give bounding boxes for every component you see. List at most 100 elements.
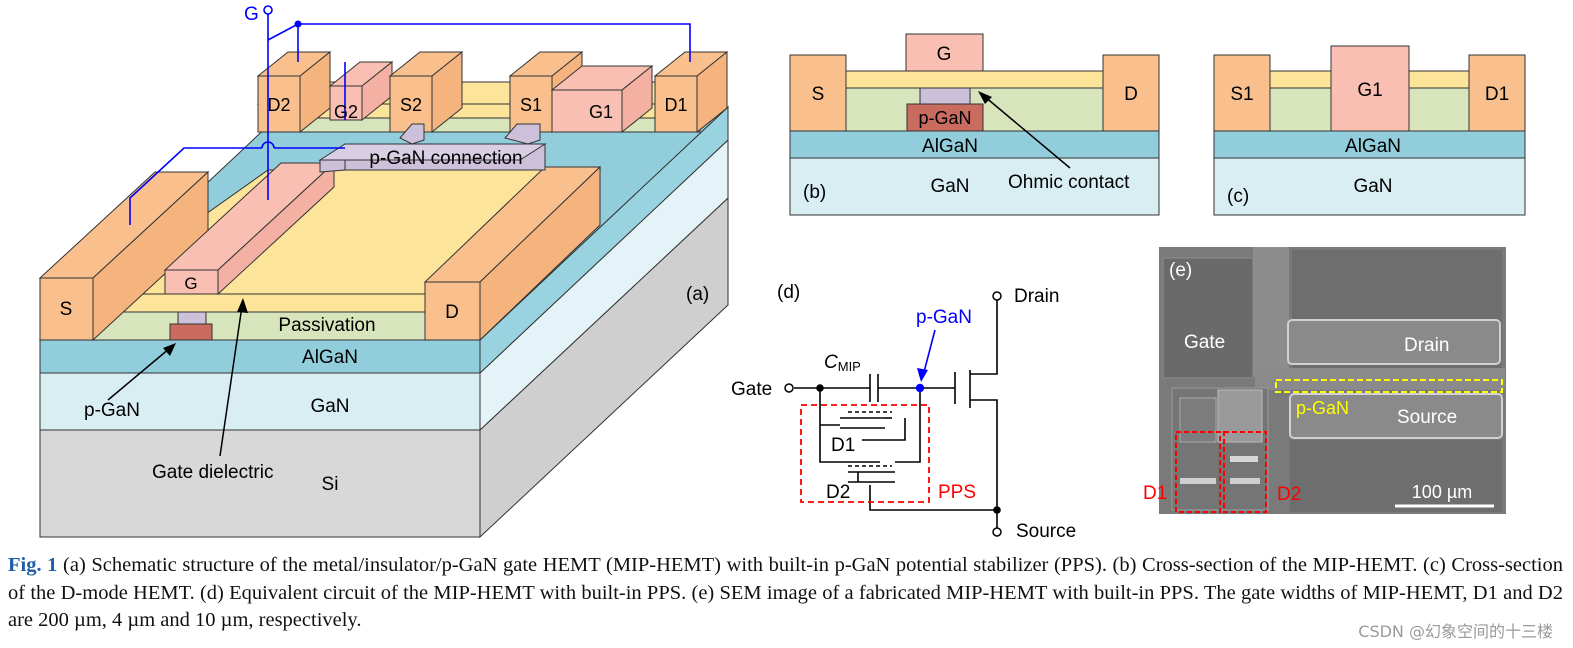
label-s1: S1	[520, 95, 542, 115]
label-algan: AlGaN	[302, 347, 358, 368]
label-s2: S2	[400, 95, 422, 115]
drain-bar-side	[479, 165, 601, 342]
panel-c	[1213, 45, 1526, 216]
sem-drain-finger	[1287, 319, 1501, 365]
label-g2: G2	[334, 102, 358, 122]
sem-d2-device	[1217, 389, 1263, 443]
b-label-s: S	[812, 84, 825, 105]
d-label-pps: PPS	[938, 482, 976, 503]
label-g-terminal: G	[244, 4, 259, 25]
drain-terminal-icon	[992, 291, 1002, 301]
label-gan: GaN	[310, 396, 349, 417]
c-drain	[1468, 54, 1526, 132]
label-d2: D2	[267, 95, 290, 115]
cmip-c: C	[824, 352, 838, 373]
pgan-conn-down	[319, 159, 346, 173]
pgan-node-arrow	[923, 329, 936, 373]
panel-c-label: (c)	[1227, 186, 1249, 207]
d-label-source: Source	[1016, 521, 1076, 542]
g1-side	[621, 64, 653, 134]
e-label-drain: Drain	[1404, 335, 1449, 356]
e-label-scale: 100 µm	[1412, 482, 1472, 502]
b-ohmic-arrow	[983, 95, 1071, 169]
sem-d2-mid	[1230, 456, 1258, 462]
pgan-block	[169, 323, 213, 341]
pgan-conn-leg2	[504, 123, 541, 145]
pgan-node-icon	[915, 383, 925, 393]
label-d1: D1	[664, 95, 687, 115]
b-label-ohmic: Ohmic contact	[1008, 172, 1130, 193]
b-label-gan: GaN	[930, 176, 969, 197]
b-ohmic-arrow-head	[978, 91, 992, 104]
panel-b-label: (b)	[803, 182, 826, 203]
figure-svg: G S D G D2 G2 S2 S1 G1 D1 p-GaN connecti…	[38, 4, 1526, 542]
label-s: S	[60, 299, 73, 320]
label-g1: G1	[589, 102, 613, 122]
e-label-source: Source	[1397, 407, 1457, 428]
panel-e-label: (e)	[1169, 260, 1192, 281]
label-d: D	[445, 302, 459, 323]
panel-a	[38, 50, 730, 539]
c-label-d1: D1	[1485, 84, 1509, 105]
pgan-conn-top	[318, 143, 547, 161]
e-label-gate: Gate	[1184, 332, 1225, 353]
ohmic-block	[177, 311, 207, 325]
panel-d-label: (d)	[777, 282, 800, 303]
label-passivation: Passivation	[278, 315, 375, 336]
gate-terminal-icon	[784, 383, 794, 393]
algan-front	[39, 339, 481, 374]
sem-d2-lower	[1230, 478, 1260, 484]
b-algan	[789, 130, 1160, 159]
panel-a-label: (a)	[686, 284, 709, 305]
panel-b	[789, 33, 1160, 216]
label-pgan-connection: p-GaN connection	[369, 148, 522, 169]
label-si: Si	[322, 474, 339, 495]
watermark: CSDN @幻象空间的十三楼	[1358, 622, 1553, 641]
sem-d1-device	[1179, 397, 1217, 443]
c-gan	[1213, 157, 1526, 216]
d-label-d2: D2	[826, 482, 850, 503]
c-label-algan: AlGaN	[1345, 136, 1401, 157]
label-pgan-note: p-GaN	[84, 400, 140, 421]
pgan-node-arrow-head	[917, 368, 928, 382]
source-junction-icon	[993, 506, 1001, 514]
label-gate-bar: G	[184, 274, 197, 293]
b-label-pgan: p-GaN	[918, 108, 971, 128]
b-ohmic	[919, 87, 971, 105]
caption-text: (a) Schematic structure of the metal/ins…	[8, 554, 1563, 631]
panel-a-arrows	[107, 305, 243, 457]
d-label-d1: D1	[831, 435, 855, 456]
pps-box	[800, 404, 930, 503]
b-drain	[1102, 54, 1160, 132]
sem-gate-pad	[1162, 257, 1254, 379]
b-gate	[905, 33, 984, 72]
g-terminal-icon	[263, 5, 273, 15]
sem-source-pad	[1290, 440, 1502, 512]
pgan-arrow-head	[163, 343, 176, 356]
b-label-algan: AlGaN	[922, 136, 978, 157]
b-label-d: D	[1124, 84, 1138, 105]
b-label-g: G	[937, 44, 952, 65]
dielectric-arrow-head	[237, 298, 248, 313]
dielectric-front	[92, 293, 426, 313]
sem-channel-gap	[1253, 247, 1289, 377]
si-front	[39, 429, 481, 538]
sem-d1-box	[1175, 431, 1221, 513]
panel-d-circuit	[794, 300, 998, 528]
panel-a-wires	[129, 14, 691, 225]
c-gate	[1330, 45, 1410, 132]
e-label-d2: D2	[1277, 484, 1301, 505]
pgan-conn-legs	[399, 123, 425, 145]
b-gan	[789, 157, 1160, 216]
label-gate-dielectric: Gate dielectric	[152, 462, 273, 483]
panel-d-dashed-gates	[848, 411, 892, 467]
gate-junction-icon	[816, 384, 824, 392]
s2-side	[431, 50, 463, 134]
sem-d2-box	[1223, 431, 1267, 513]
b-source	[789, 54, 847, 132]
b-pgan	[906, 103, 984, 132]
c-label-g1: G1	[1357, 80, 1382, 101]
sem-source-finger	[1289, 393, 1503, 439]
source-terminal-icon	[992, 527, 1002, 537]
b-dielectric	[845, 70, 1104, 89]
